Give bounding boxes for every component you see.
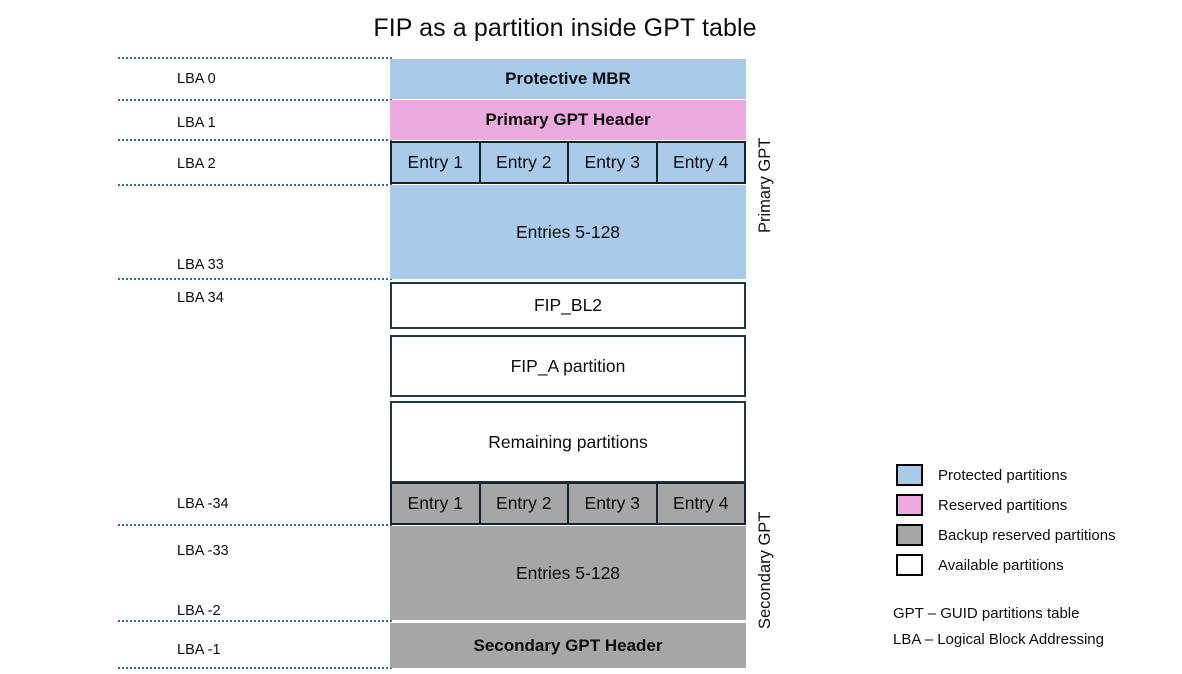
legend-color-swatch bbox=[896, 524, 923, 546]
guide-line-6 bbox=[118, 620, 392, 622]
legend-item-label: Backup reserved partitions bbox=[938, 526, 1116, 544]
guide-line-7 bbox=[118, 667, 392, 669]
guide-line-5 bbox=[118, 524, 392, 526]
partition-block-entries-5-128-primary: Entries 5-128 bbox=[390, 185, 746, 279]
gpt-entry-cell: Entry 1 bbox=[392, 143, 481, 182]
legend-item-label: Protected partitions bbox=[938, 466, 1068, 484]
partition-block-label: FIP_A partition bbox=[510, 355, 626, 376]
lba-label: LBA -33 bbox=[177, 543, 229, 559]
partition-block-label: Entries 5-128 bbox=[515, 221, 621, 242]
partition-block-label: Remaining partitions bbox=[488, 431, 648, 452]
partition-block-label: Secondary GPT Header bbox=[473, 635, 663, 655]
partition-block-label: Entries 5-128 bbox=[515, 562, 621, 583]
legend-item: Reserved partitions bbox=[896, 490, 1166, 520]
guide-line-4 bbox=[118, 278, 392, 280]
lba-label: LBA 0 bbox=[177, 71, 216, 87]
partition-block-fip-a-partition: FIP_A partition bbox=[390, 335, 746, 397]
lba-label: LBA -2 bbox=[177, 603, 221, 619]
partition-block-label: Protective MBR bbox=[505, 69, 631, 88]
legend-color-swatch bbox=[896, 554, 923, 576]
lba-label: LBA -1 bbox=[177, 642, 221, 658]
gpt-entry-cell: Entry 4 bbox=[657, 484, 744, 523]
legend-item: Protected partitions bbox=[896, 460, 1166, 490]
partition-block-protective-mbr: Protective MBR bbox=[390, 59, 746, 99]
partition-block-label: Primary GPT Header bbox=[485, 110, 651, 129]
page-title: FIP as a partition inside GPT table bbox=[373, 14, 757, 42]
partition-block-label: FIP_BL2 bbox=[533, 295, 603, 315]
guide-line-3 bbox=[118, 184, 392, 186]
lba-label: LBA 33 bbox=[177, 257, 224, 273]
legend-item: Available partitions bbox=[896, 550, 1166, 580]
lba-label: LBA 34 bbox=[177, 290, 224, 306]
legend-item-label: Available partitions bbox=[938, 556, 1064, 574]
partition-block-entries-5-128-backup: Entries 5-128 bbox=[390, 526, 746, 620]
legend-color-swatch bbox=[896, 464, 923, 486]
legend-color-swatch bbox=[896, 494, 923, 516]
legend-item: Backup reserved partitions bbox=[896, 520, 1166, 550]
guide-line-2 bbox=[118, 139, 392, 141]
gpt-entry-cell: Entry 3 bbox=[569, 143, 658, 182]
legend-note: LBA – Logical Block Addressing bbox=[893, 631, 1104, 648]
gpt-entry-cell: Entry 3 bbox=[569, 484, 658, 523]
partition-block-fip-bl2: FIP_BL2 bbox=[390, 282, 746, 329]
gpt-entry-cell: Entry 1 bbox=[392, 484, 481, 523]
gpt-entry-cell: Entry 2 bbox=[480, 484, 569, 523]
legend-item-label: Reserved partitions bbox=[938, 496, 1068, 514]
lba-label: LBA -34 bbox=[177, 496, 229, 512]
guide-line-0 bbox=[118, 57, 392, 59]
guide-line-1 bbox=[118, 99, 392, 101]
lba-label: LBA 1 bbox=[177, 115, 216, 131]
gpt-entry-cell: Entry 2 bbox=[480, 143, 569, 182]
gpt-entry-cell: Entry 4 bbox=[657, 143, 744, 182]
partition-block-secondary-gpt-header: Secondary GPT Header bbox=[390, 623, 746, 668]
secondary-gpt-bracket-label: Secondary GPT bbox=[756, 511, 774, 629]
partition-block-remaining-partitions: Remaining partitions bbox=[390, 401, 746, 483]
lba-label: LBA 2 bbox=[177, 156, 216, 172]
legend-note: GPT – GUID partitions table bbox=[893, 605, 1080, 622]
partition-block-primary-gpt-header: Primary GPT Header bbox=[390, 100, 746, 140]
primary-gpt-bracket-label: Primary GPT bbox=[756, 137, 774, 233]
